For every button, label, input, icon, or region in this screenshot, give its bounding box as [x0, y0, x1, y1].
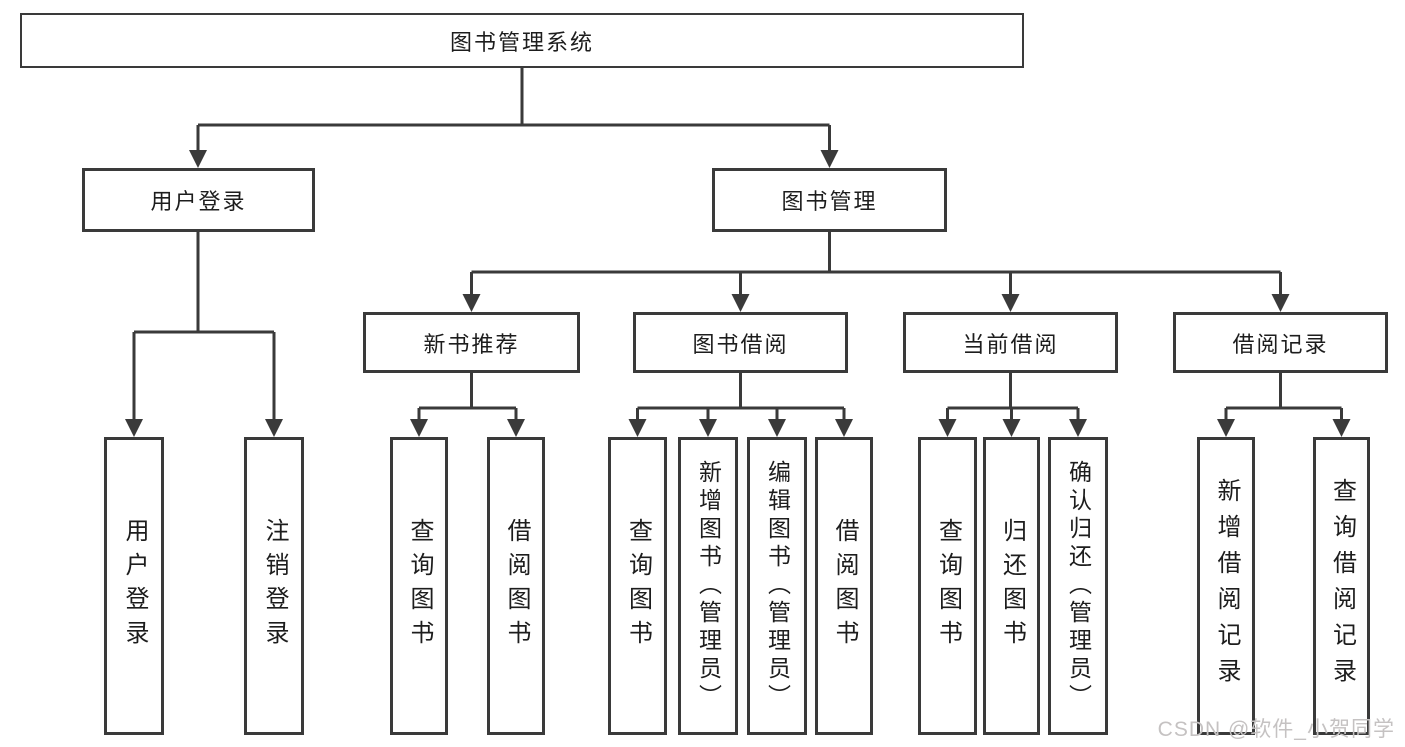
node-add-books-admin: 新增图书（管理员）	[678, 437, 738, 735]
connector-root-to-level2	[189, 68, 839, 168]
node-label: 当前借阅	[962, 331, 1059, 357]
node-borrow-books-borrowing: 借阅图书	[815, 437, 873, 735]
node-label: 归还图书	[998, 518, 1026, 654]
node-label: 新增借阅记录	[1213, 478, 1240, 694]
csdn-watermark: CSDN @软件_小贺同学	[1157, 718, 1395, 741]
node-label: 图书管理	[781, 189, 878, 214]
node-user-login: 用户登录	[82, 168, 315, 232]
node-return-books: 归还图书	[983, 437, 1040, 735]
node-label: 注销登录	[261, 518, 288, 654]
node-add-borrow-record: 新增借阅记录	[1197, 437, 1255, 735]
node-query-books-borrowing: 查询图书	[608, 437, 667, 735]
node-label: 编辑图书（管理员）	[764, 460, 791, 712]
node-borrow-books-recommend: 借阅图书	[487, 437, 545, 735]
node-label: 新增图书（管理员）	[695, 460, 722, 712]
node-label: 借阅图书	[503, 518, 530, 654]
connector-borrowing-records-to-leaves	[1217, 373, 1351, 437]
node-current-borrowing: 当前借阅	[903, 312, 1118, 373]
node-leaf-logout: 注销登录	[244, 437, 304, 735]
node-label: 图书管理系统	[449, 29, 594, 55]
connector-current-borrowing-to-leaves	[938, 373, 1087, 437]
node-book-management: 图书管理	[712, 168, 947, 232]
node-new-book-recommendation: 新书推荐	[363, 312, 580, 373]
node-query-books-current: 查询图书	[918, 437, 977, 735]
node-label: 借阅记录	[1232, 331, 1329, 357]
node-label: 查询图书	[406, 518, 433, 654]
node-query-books-recommend: 查询图书	[390, 437, 448, 735]
node-edit-books-admin: 编辑图书（管理员）	[747, 437, 807, 735]
node-label: 借阅图书	[831, 518, 858, 654]
node-library-management-system: 图书管理系统	[20, 13, 1024, 68]
node-label: 新书推荐	[423, 331, 520, 357]
node-borrowing-records: 借阅记录	[1173, 312, 1388, 373]
node-label: 确认归还（管理员）	[1065, 460, 1092, 712]
node-label: 查询借阅记录	[1328, 478, 1356, 694]
node-label: 用户登录	[150, 189, 247, 214]
node-book-borrowing: 图书借阅	[633, 312, 848, 373]
connector-book-borrowing-to-leaves	[628, 373, 853, 437]
node-label: 查询图书	[624, 518, 652, 654]
node-label: 用户登录	[121, 518, 148, 654]
node-label: 图书借阅	[692, 331, 789, 357]
node-query-borrow-record: 查询借阅记录	[1313, 437, 1370, 735]
connector-book-management-to-level3	[462, 232, 1290, 312]
node-label: 查询图书	[934, 518, 962, 654]
connector-new-book-recommendation-to-leaves	[410, 373, 525, 437]
connector-user-login-to-leaves	[125, 232, 283, 437]
node-leaf-user-login: 用户登录	[104, 437, 164, 735]
node-confirm-return-admin: 确认归还（管理员）	[1048, 437, 1108, 735]
